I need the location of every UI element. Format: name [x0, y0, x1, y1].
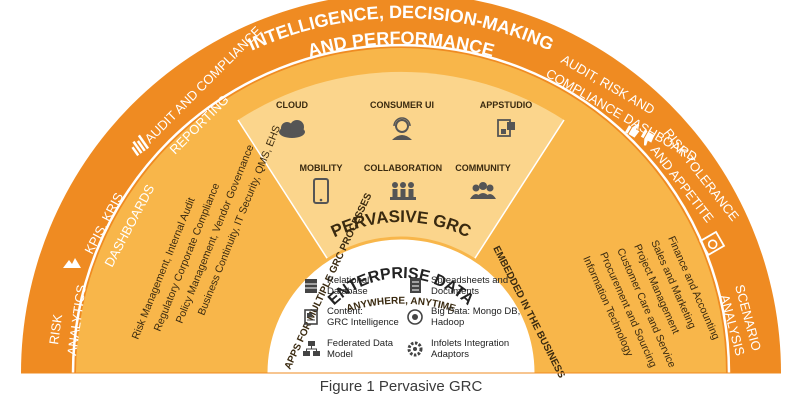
tile-label: MOBILITY: [300, 163, 343, 173]
figure-caption: Figure 1 Pervasive GRC: [319, 378, 483, 395]
pervasive-tiles: CLOUD CONSUMER UI APPSTUDIO MOBILITY COLLABO…: [276, 100, 533, 204]
tile-label: COLLABORATION: [364, 163, 442, 173]
cloud-icon: [279, 120, 305, 138]
tile-label: CONSUMER UI: [370, 100, 434, 110]
community-icon: [470, 182, 496, 199]
enterprise-data-item-line2: Database: [327, 286, 368, 297]
big-data-icon: [407, 309, 423, 325]
team-collaboration-icon: [390, 182, 416, 200]
enterprise-data-item-line2: Documents: [431, 286, 479, 297]
enterprise-data-item-line2: Hadoop: [431, 317, 464, 328]
pervasive-tile: CLOUD: [276, 100, 308, 138]
enterprise-data-item-line2: GRC Intelligence: [327, 317, 399, 328]
enterprise-data-item-line1: Big Data: Mongo DB,: [431, 306, 520, 317]
pervasive-tile: APPSTUDIO: [480, 100, 533, 137]
outer-ring-divider: [71, 43, 731, 374]
dashboard-bar-icon: [131, 134, 150, 157]
core-border: [264, 236, 538, 374]
enterprise-data-item-line1: Spreadsheets and: [431, 275, 508, 286]
enterprise-data-core: [266, 238, 536, 373]
enterprise-data-item-line2: Adaptors: [431, 349, 469, 360]
enterprise-data-item-line2: Model: [327, 349, 353, 360]
enterprise-data-item-line1: Federated Data: [327, 338, 394, 349]
pervasive-sector: [238, 71, 564, 374]
scenario-analysis-icon: [699, 230, 726, 257]
enterprise-data-item: Content:GRC Intelligence: [304, 306, 399, 328]
integration-gear-icon: [407, 341, 423, 357]
smartphone-icon: [313, 178, 329, 204]
pervasive-tile: COLLABORATION: [364, 163, 442, 200]
tile-label: COMMUNITY: [455, 163, 511, 173]
risk-analytics-icon: [63, 258, 81, 268]
enterprise-data-item-line1: Infolets Integration: [431, 338, 509, 349]
enterprise-data-item-line1: Relational: [327, 275, 369, 286]
enterprise-data-item: Big Data: Mongo DB,Hadoop: [407, 306, 520, 328]
user-headset-icon: [392, 117, 412, 140]
outer-ring-left-label: RISK: [46, 313, 65, 345]
pervasive-tile: CONSUMER UI: [370, 100, 434, 140]
database-icon: [305, 279, 317, 293]
thumbs-icon: [625, 123, 655, 146]
pervasive-tile: COMMUNITY: [455, 163, 511, 199]
tile-label: APPSTUDIO: [480, 100, 533, 110]
enterprise-data-item-line1: Content:: [327, 306, 363, 317]
federated-model-icon: [303, 341, 320, 356]
document-icon: [410, 278, 421, 293]
pervasive-tile: MOBILITY: [300, 163, 343, 204]
tile-label: CLOUD: [276, 100, 308, 110]
app-builder-icon: [497, 119, 515, 137]
content-page-icon: [304, 309, 318, 325]
